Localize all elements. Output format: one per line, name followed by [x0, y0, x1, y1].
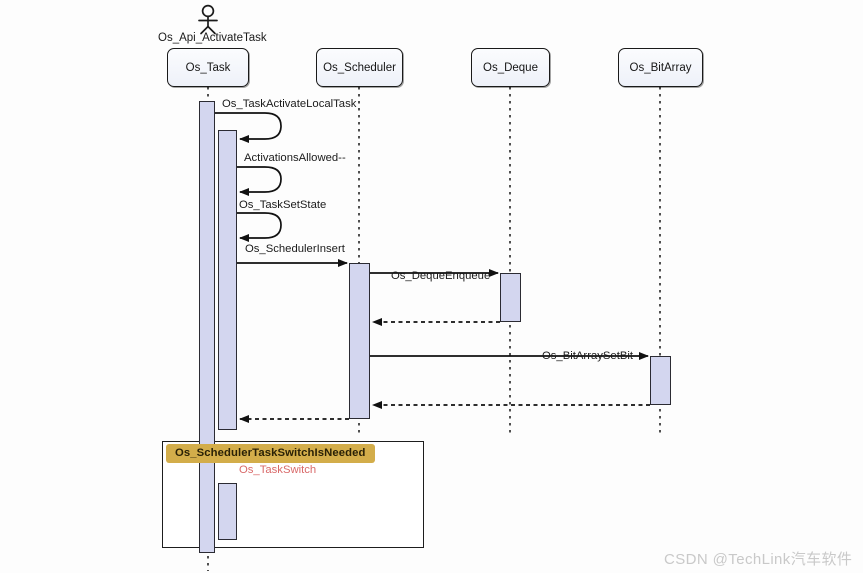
message-arrow-activationsallowed [237, 166, 282, 196]
lifeline-head-bitarray[interactable]: Os_BitArray [618, 48, 703, 87]
activation-bar-task-outer [199, 101, 215, 553]
watermark-text: CSDN @TechLink汽车软件 [664, 551, 853, 568]
activation-bar-task-switch [218, 483, 237, 540]
message-arrow-os-taskactivatelocaltask [215, 112, 282, 143]
activation-bar-deque [500, 273, 521, 322]
fragment-operator-tag: Os_SchedulerTaskSwitchIsNeeded [166, 444, 375, 463]
lifeline-head-deque[interactable]: Os_Deque [471, 48, 550, 87]
message-label-os-tasksetstate: Os_TaskSetState [239, 199, 327, 211]
lifeline-label-task: Os_Task [185, 61, 231, 74]
message-label-os-schedulerinsert: Os_SchedulerInsert [245, 243, 345, 255]
message-label-os-taskswitch: Os_TaskSwitch [239, 464, 317, 476]
lifeline-label-deque: Os_Deque [483, 61, 538, 74]
activation-bar-scheduler [349, 263, 370, 419]
message-label-os-taskactivatelocaltask: Os_TaskActivateLocalTask [222, 98, 357, 110]
lifeline-label-scheduler: Os_Scheduler [323, 61, 396, 74]
lifeline-head-task[interactable]: Os_Task [167, 48, 249, 87]
message-label-os-bitarraysetbit: Os_BitArraySetBit [542, 350, 634, 362]
lifeline-head-scheduler[interactable]: Os_Scheduler [316, 48, 403, 87]
activation-bar-bitarray [650, 356, 671, 405]
message-label-os-dequeenqueue: Os_DequeEnqueue [391, 270, 491, 282]
lifeline-label-bitarray: Os_BitArray [629, 61, 692, 74]
message-label-activationsallowed: ActivationsAllowed-- [244, 152, 346, 164]
actor-stick-figure-icon [198, 4, 218, 35]
message-arrow-os-tasksetstate [237, 212, 282, 242]
actor-label: Os_Api_ActivateTask [158, 32, 267, 44]
activation-bar-task-inner [218, 130, 237, 430]
